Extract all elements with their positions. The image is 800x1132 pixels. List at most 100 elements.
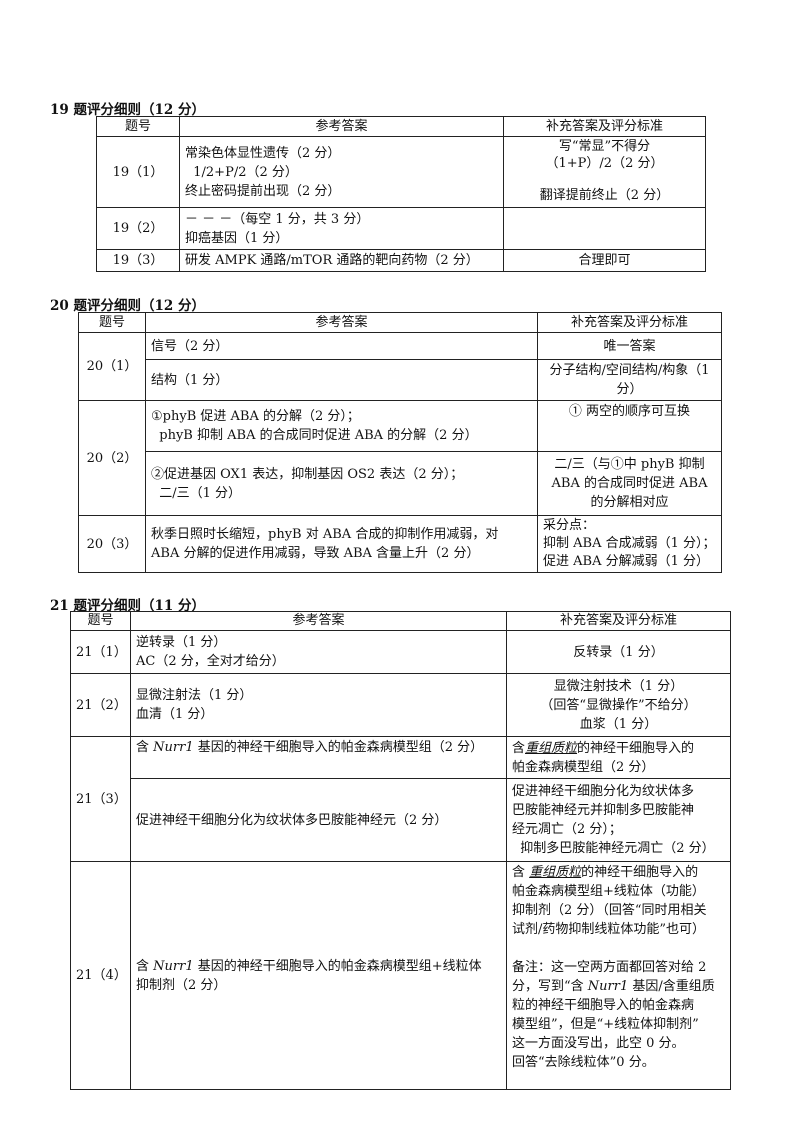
note-line: 分，写到“含 Nurr1 基因/含重组质 (512, 979, 715, 994)
supplement-cell: 分子结构/空间结构/构象（1 分） (537, 359, 722, 401)
answer-line: AC（2 分，全对才给分） (136, 654, 285, 669)
section-21-title: 21 题评分细则（11 分） (50, 598, 205, 614)
answer-line: 显微注射法（1 分） (136, 688, 253, 703)
supplement-line: 抑制 ABA 合成减弱（1 分）； (543, 536, 716, 551)
supplement-cell: 唯一答案 (537, 332, 722, 360)
supplement-line: 帕金森病模型组（2 分） (512, 759, 655, 775)
gene-name: Nurr1 (587, 979, 629, 994)
answer-line: ①phyB 促进 ABA 的分解（2 分）； (151, 409, 360, 424)
supplement-line: 翻译提前终止（2 分） (539, 188, 670, 203)
supplement-line: 抑制多巴胺能神经元凋亡（2 分） (512, 841, 715, 856)
answer-line: 秋季日照时长缩短，phyB 对 ABA 合成的抑制作用减弱，对 (151, 527, 499, 542)
supplement-cell: 合理即可 (503, 249, 706, 272)
supplement-line: 的分解相对应 (590, 495, 669, 510)
answer-line: 常染色体显性遗传（2 分） (185, 145, 341, 161)
answer-cell: 含 Nurr1 基因的神经干细胞导入的帕金森病模型组（2 分） (130, 736, 507, 779)
gene-name: Nurr1 (153, 958, 194, 974)
table-19: 题号 参考答案 补充答案及评分标准 19（1） 常染色体显性遗传（2 分） 1/… (96, 116, 706, 272)
supplement-cell: ① 两空的顺序可互换 (537, 400, 722, 452)
supplement-cell: 显微注射技术（1 分） （回答“显微操作”不给分） 血浆（1 分） (506, 673, 731, 737)
supplement-line: 抑制剂（2 分）（回答“同时用相关 (512, 903, 707, 918)
answer-cell: 常染色体显性遗传（2 分） 1/2+P/2（2 分） 终止密码提前出现（2 分） (179, 136, 504, 208)
supplement-cell: 含重组质粒的神经干细胞导入的 帕金森病模型组（2 分） (506, 736, 731, 779)
answer-line: ABA 分解的促进作用减弱，导致 ABA 含量上升（2 分） (151, 546, 480, 561)
table-21: 题号 参考答案 补充答案及评分标准 21（1） 逆转录（1 分） AC（2 分，… (70, 611, 731, 1090)
note-line: 备注：这一空两方面都回答对给 2 (512, 960, 707, 975)
answer-line: 抑癌基因（1 分） (185, 230, 289, 246)
supplement-line: 试剂/药物抑制线粒体功能”也可） (512, 922, 706, 937)
note-line: 回答“去除线粒体”0 分。 (512, 1055, 655, 1070)
answer-cell: 显微注射法（1 分） 血清（1 分） (130, 673, 507, 737)
supplement-line: 帕金森病模型组+线粒体（功能） (512, 884, 705, 899)
section-20-title: 20 题评分细则（12 分） (50, 298, 205, 314)
question-number: 20（2） (78, 400, 146, 516)
answer-cell: 促进神经干细胞分化为纹状体多巴胺能神经元（2 分） (130, 778, 507, 862)
answer-cell: ①phyB 促进 ABA 的分解（2 分）； phyB 抑制 ABA 的合成同时… (145, 400, 538, 452)
supplement-line: 含重组质粒的神经干细胞导入的 (512, 740, 695, 756)
header-reference-answer: 参考答案 (179, 116, 504, 137)
supplement-cell: 反转录（1 分） (506, 630, 731, 674)
recombinant-plasmid-term: 重组质粒 (529, 865, 582, 880)
supplement-line: （1+P）/2（2 分） (545, 156, 664, 171)
supplement-line: 分子结构/空间结构/构象（1 分） (549, 363, 710, 397)
answer-line: － － －（每空 1 分，共 3 分） (185, 211, 370, 227)
answer-line: 1/2+P/2（2 分） (185, 164, 298, 180)
supplement-line: 写“常显”不得分 (558, 139, 651, 154)
answer-line: 终止密码提前出现（2 分） (185, 183, 341, 199)
answer-cell: 含 Nurr1 基因的神经干细胞导入的帕金森病模型组+线粒体 抑制剂（2 分） (130, 861, 507, 1090)
supplement-line: 促进神经干细胞分化为纹状体多 (512, 784, 695, 799)
answer-line: 血清（1 分） (136, 707, 214, 722)
recombinant-plasmid-term: 重组质粒 (525, 740, 578, 756)
table-20: 题号 参考答案 补充答案及评分标准 20（1） 信号（2 分） 唯一答案 结构（… (78, 312, 722, 573)
answer-line: ②促进基因 OX1 表达，抑制基因 OS2 表达（2 分）； (151, 466, 464, 482)
answer-cell: 结构（1 分） (145, 359, 538, 401)
answer-line: 二/三（1 分） (151, 485, 242, 501)
supplement-line: 促进 ABA 分解减弱（1 分） (543, 554, 709, 569)
question-number: 20（3） (78, 515, 146, 573)
supplement-line: （回答“显微操作”不给分） (540, 697, 697, 713)
supplement-line: 含 重组质粒的神经干细胞导入的 (512, 865, 699, 880)
header-supplement: 补充答案及评分标准 (503, 116, 706, 137)
gene-name: Nurr1 (153, 740, 194, 755)
section-19-title: 19 题评分细则（12 分） (50, 102, 205, 118)
supplement-cell: 采分点： 抑制 ABA 合成减弱（1 分）； 促进 ABA 分解减弱（1 分） (537, 515, 722, 573)
question-number: 19（2） (96, 207, 180, 250)
supplement-line: 采分点： (543, 518, 596, 533)
supplement-line: ABA 的合成同时促进 ABA (551, 476, 708, 491)
header-reference-answer: 参考答案 (130, 611, 507, 631)
question-number: 20（1） (78, 332, 146, 401)
answer-cell: － － －（每空 1 分，共 3 分） 抑癌基因（1 分） (179, 207, 504, 250)
answer-cell: 研发 AMPK 通路/mTOR 通路的靶向药物（2 分） (179, 249, 504, 272)
header-reference-answer: 参考答案 (145, 312, 538, 333)
header-question-no: 题号 (96, 116, 180, 137)
answer-line: 抑制剂（2 分） (136, 977, 227, 993)
supplement-line: 经元凋亡（2 分）； (512, 822, 622, 837)
supplement-cell: 二/三（与①中 phyB 抑制 ABA 的合成同时促进 ABA 的分解相对应 (537, 451, 722, 516)
supplement-line: 巴胺能神经元并抑制多巴胺能神 (512, 803, 695, 818)
question-number: 19（1） (96, 136, 180, 208)
header-supplement: 补充答案及评分标准 (506, 611, 731, 631)
header-question-no: 题号 (70, 611, 131, 631)
header-question-no: 题号 (78, 312, 146, 333)
answer-text: 含 (136, 740, 154, 755)
note-line: 模型组”，但是“+线粒体抑制剂” (512, 1017, 699, 1032)
question-number: 21（1） (70, 630, 131, 674)
answer-line: 含 Nurr1 基因的神经干细胞导入的帕金森病模型组+线粒体 (136, 958, 482, 974)
question-number: 21（2） (70, 673, 131, 737)
question-number: 21（4） (70, 861, 131, 1090)
supplement-cell: 写“常显”不得分 （1+P）/2（2 分） 翻译提前终止（2 分） (503, 136, 706, 208)
question-number: 19（3） (96, 249, 180, 272)
header-supplement: 补充答案及评分标准 (537, 312, 722, 333)
answer-cell: 秋季日照时长缩短，phyB 对 ABA 合成的抑制作用减弱，对 ABA 分解的促… (145, 515, 538, 573)
note-line: 这一方面没写出，此空 0 分。 (512, 1036, 685, 1051)
answer-line: 逆转录（1 分） (136, 635, 227, 650)
answer-cell: 逆转录（1 分） AC（2 分，全对才给分） (130, 630, 507, 674)
supplement-line: 血浆（1 分） (579, 716, 658, 732)
supplement-cell: 含 重组质粒的神经干细胞导入的 帕金森病模型组+线粒体（功能） 抑制剂（2 分）… (506, 861, 731, 1090)
supplement-cell (503, 207, 706, 250)
answer-line: phyB 抑制 ABA 的合成同时促进 ABA 的分解（2 分） (151, 428, 478, 443)
supplement-line: 显微注射技术（1 分） (553, 678, 684, 694)
note-line: 粒的神经干细胞导入的帕金森病 (512, 998, 695, 1013)
answer-cell: ②促进基因 OX1 表达，抑制基因 OS2 表达（2 分）； 二/三（1 分） (145, 451, 538, 516)
answer-text: 基因的神经干细胞导入的帕金森病模型组（2 分） (193, 740, 484, 755)
